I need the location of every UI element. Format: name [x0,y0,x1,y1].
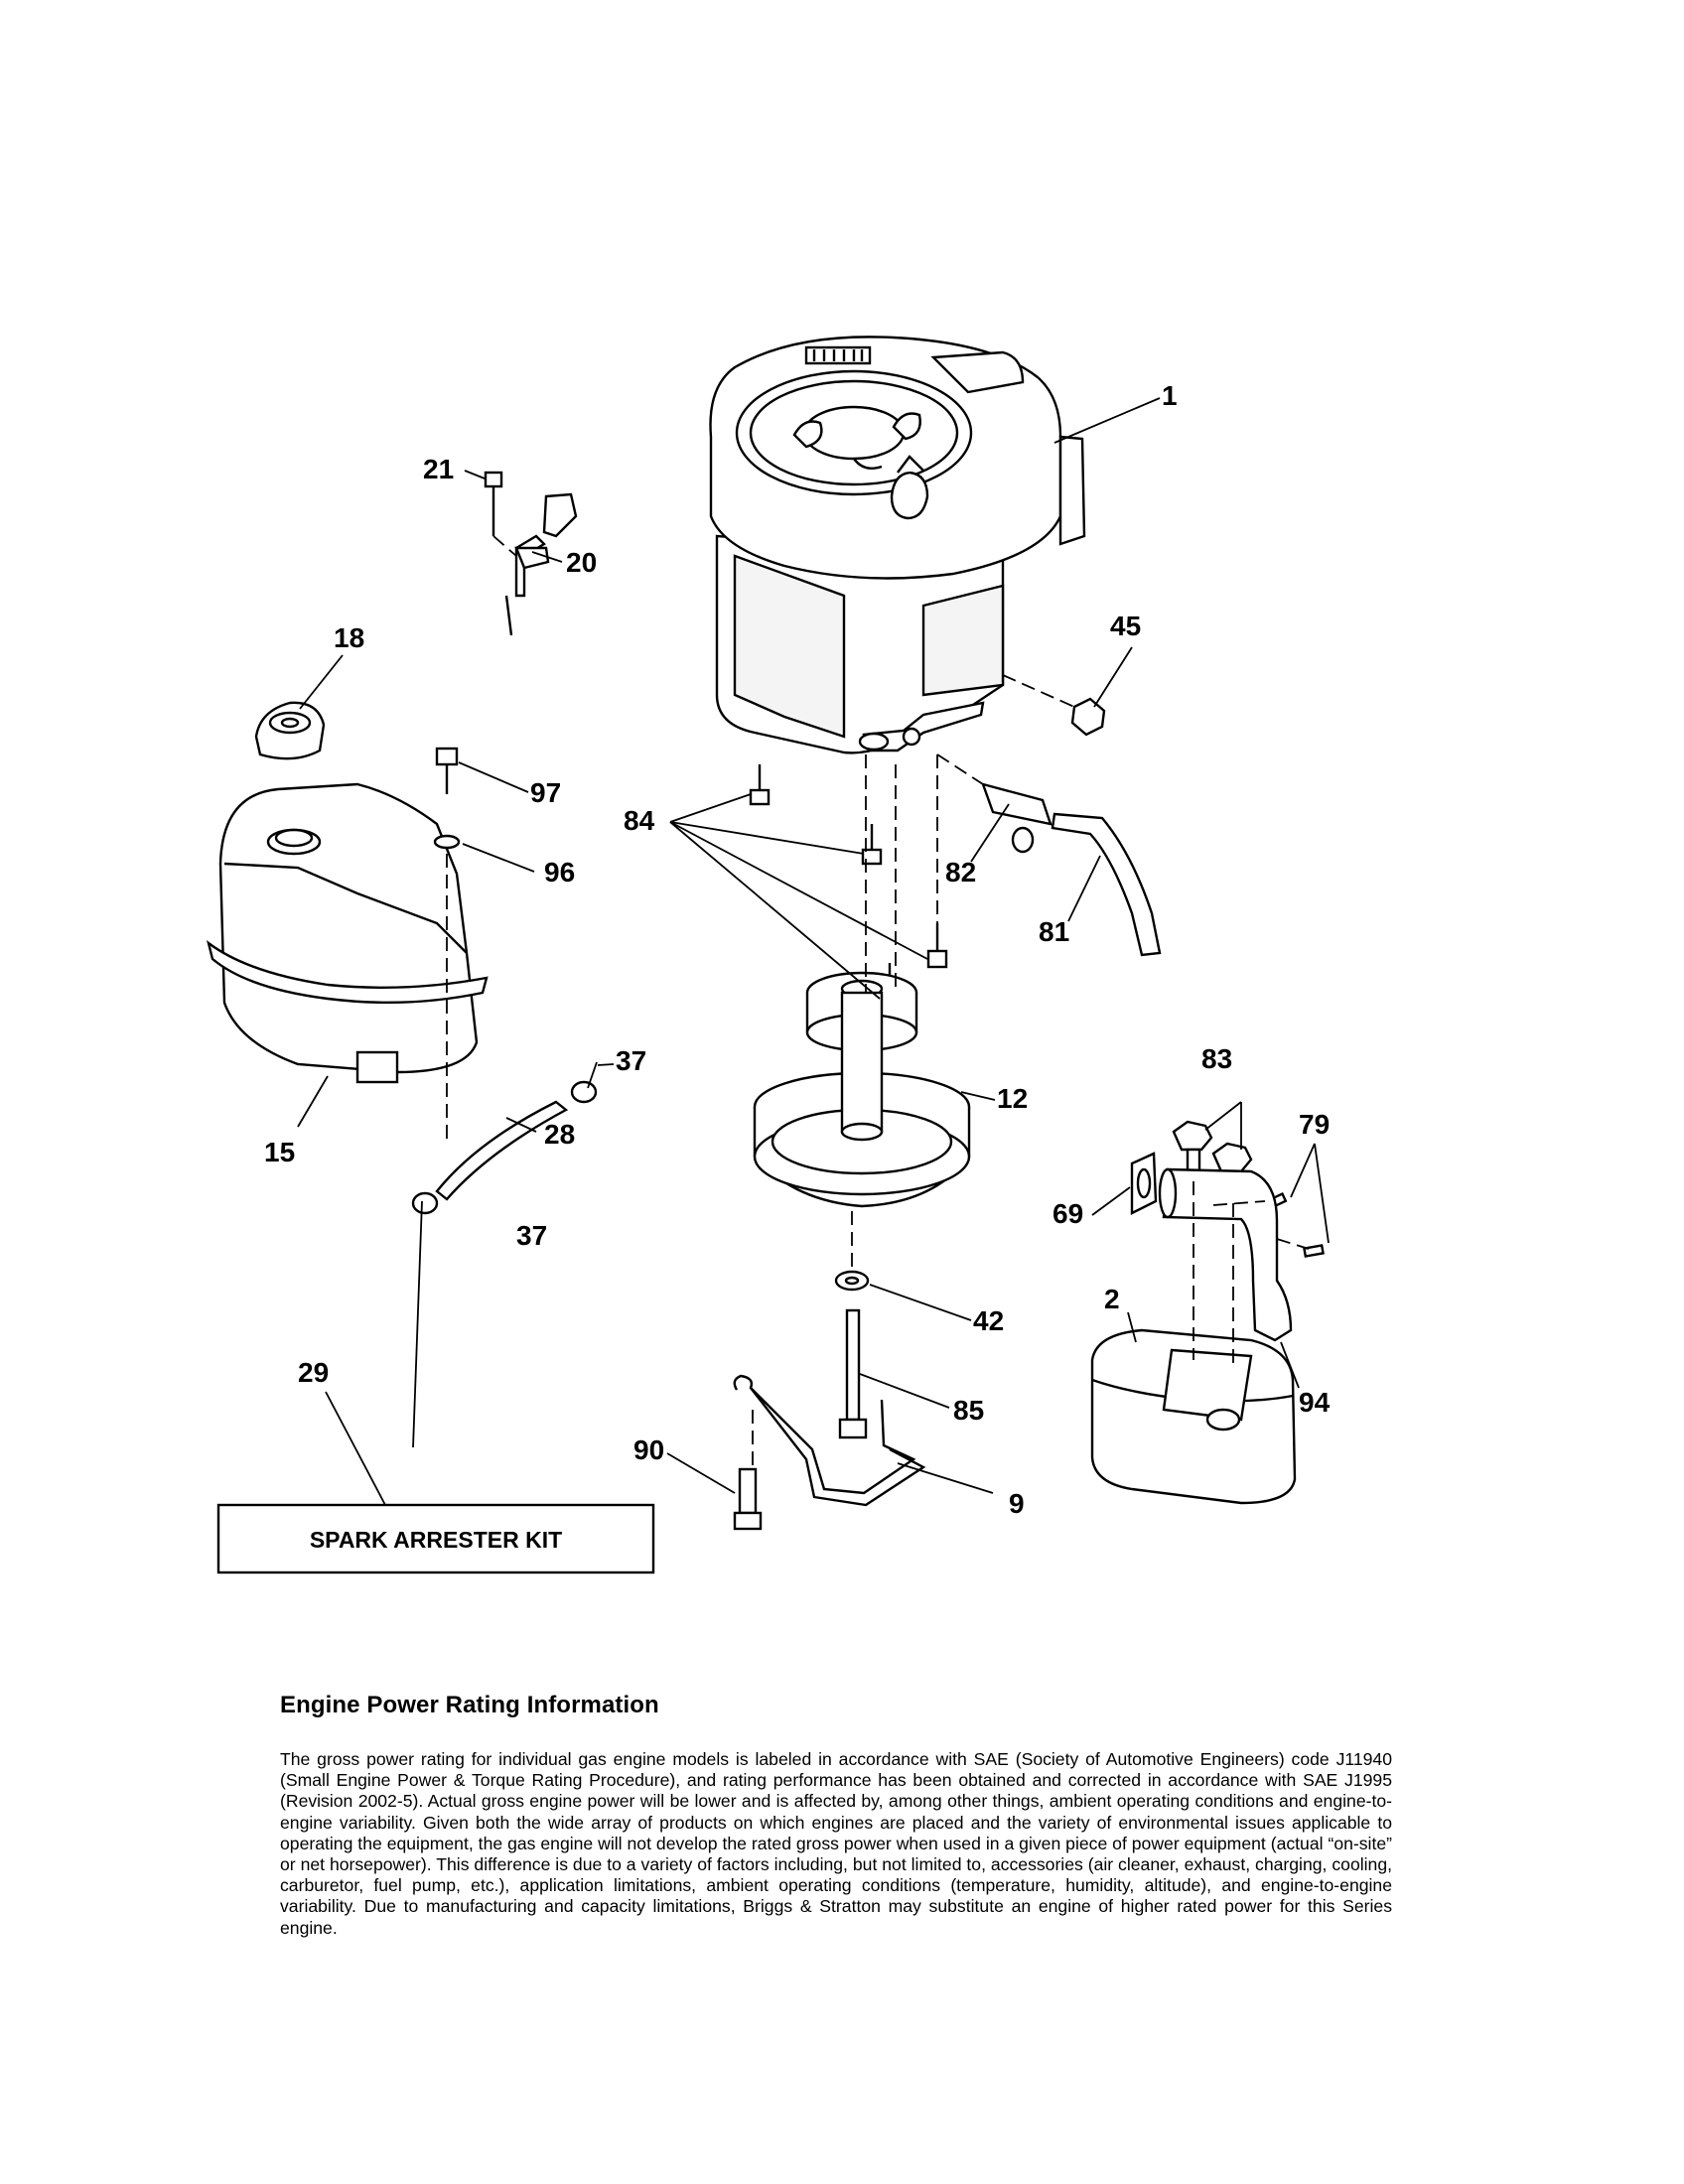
callout-28: 28 [544,1119,575,1150]
callout-37-bottom: 37 [516,1220,547,1251]
engine-part-1 [709,336,1086,754]
clamp-part-37-top [570,1080,598,1104]
callout-20: 20 [566,547,597,578]
washer-part-96 [433,834,461,850]
fitting-part-82 [981,782,1052,854]
washer-part-42 [834,1270,870,1292]
callout-2: 2 [1104,1284,1120,1314]
callout-96: 96 [544,857,575,887]
section-paragraph: The gross power rating for individual ga… [280,1749,1392,1938]
callout-69: 69 [1052,1198,1083,1229]
bracket-part-20 [504,492,578,636]
parts-diagram: SPARK ARRESTER KIT 1 21 20 18 45 97 84 8… [207,336,1331,1574]
callout-81: 81 [1039,916,1069,947]
fuel-line-part-81 [1051,812,1162,957]
callout-18: 18 [334,622,364,653]
hose-part-28 [435,1100,569,1201]
callout-15: 15 [264,1137,295,1167]
screw-part-97 [435,747,459,794]
callout-83: 83 [1201,1043,1232,1074]
callout-numbers: 1 21 20 18 45 97 84 82 96 81 37 12 83 15… [264,380,1331,1519]
bolt-part-21 [484,471,503,536]
nut-part-45 [1070,697,1106,737]
fuel-tank-part-15 [207,782,489,1084]
gasket-part-69 [1130,1152,1158,1215]
muffler-part-2 [1090,1328,1297,1505]
callout-29: 29 [298,1357,329,1388]
callout-42: 42 [973,1305,1004,1336]
callout-82: 82 [945,857,976,887]
callout-97: 97 [530,777,561,808]
callout-94: 94 [1299,1387,1331,1418]
exhaust-pipe-part-94 [1158,1167,1293,1342]
callout-84: 84 [624,805,655,836]
callout-1: 1 [1162,380,1178,411]
callout-9: 9 [1009,1488,1025,1519]
fuel-cap-part-18 [254,701,326,760]
bolt-part-85 [838,1308,868,1439]
callout-85: 85 [953,1395,984,1426]
callout-12: 12 [997,1083,1028,1114]
callout-21: 21 [423,454,454,484]
callout-79: 79 [1299,1109,1330,1140]
spark-arrester-kit-box [216,1503,655,1574]
leader-lines [297,397,1330,1506]
callout-45: 45 [1110,611,1141,641]
bracket-part-9 [733,1374,926,1507]
section-heading: Engine Power Rating Information [280,1692,659,1718]
clamp-part-37-bottom [411,1191,439,1215]
callout-90: 90 [633,1434,664,1465]
bolt-part-90 [733,1467,763,1531]
spark-arrester-kit-label: SPARK ARRESTER KIT [310,1527,562,1553]
pulley-part-12 [753,971,971,1208]
callout-37-top: 37 [616,1045,646,1076]
engine-power-rating-section: Engine Power Rating Information The gros… [280,1692,1392,1939]
